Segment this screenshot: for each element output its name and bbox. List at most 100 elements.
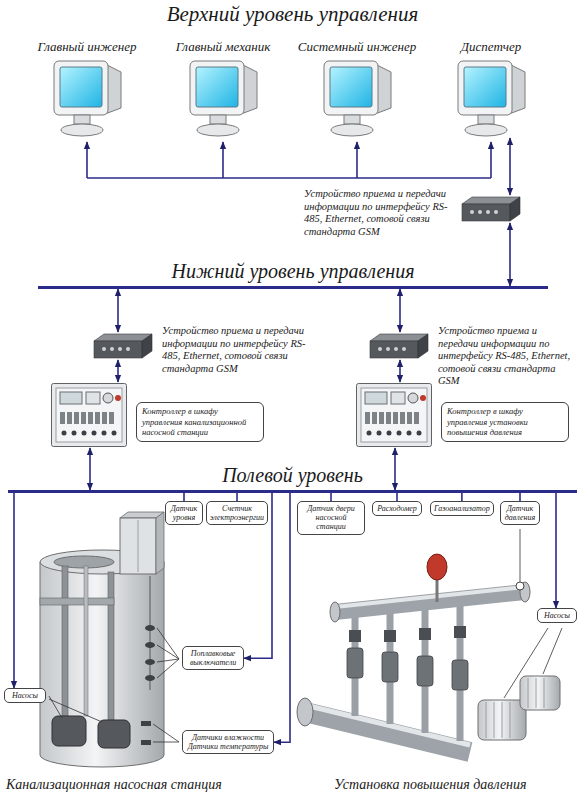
workstation: Диспетчер [455, 58, 527, 138]
monitor-icon-part [344, 115, 360, 124]
sewage-pump-station-part [120, 518, 156, 574]
sewage-pump-station-part [52, 716, 86, 746]
sewage-pump-station-part [156, 512, 164, 574]
sewage-pump-station-part [141, 721, 151, 726]
transceiver-icon-part [142, 334, 152, 358]
text-group: Устройство приема и передачи информации … [304, 188, 454, 238]
transceiver-device: Устройство приема и передачи информации … [460, 195, 522, 223]
connector [396, 493, 398, 501]
field-device-box: Насосы [4, 688, 46, 703]
controller-cabinet-icon-part [60, 392, 82, 404]
controller-cabinet-icon-part [420, 395, 426, 401]
transceiver-icon-part [370, 341, 418, 358]
workstation: Системный инженер [321, 58, 393, 138]
connector [330, 493, 332, 501]
device-caption: Устройство приема и передачи информации … [162, 325, 312, 375]
leader-lines-part [153, 742, 179, 743]
controller-cabinet-icon-part-part [407, 412, 412, 424]
sewage-pump-station-part [138, 520, 139, 572]
workstation-label: Диспетчер [461, 39, 522, 55]
pressure-boosting-unit-part [335, 587, 525, 607]
controller-cabinet-icon-part-part [365, 412, 370, 424]
transceiver-icon-part [94, 341, 142, 358]
transceiver-icon-part [486, 210, 490, 214]
monitor-icon [321, 58, 393, 138]
controller-cabinet-icon-part-part [414, 412, 419, 424]
top-bus-part [356, 142, 358, 178]
transceiver-icon [460, 195, 522, 223]
controller-cabinet: Контроллер в шкафу управления канализаци… [50, 382, 128, 448]
sewage-pump-station-part [145, 642, 155, 648]
connector [117, 360, 119, 382]
transceiver-icon-part [470, 210, 474, 214]
connector [461, 493, 463, 501]
level-label: Нижний уровень управления [171, 259, 414, 283]
monitor-icon-part [458, 61, 512, 115]
transceiver-icon-part [394, 347, 398, 351]
pressure-boosting-unit-part-part [452, 660, 468, 690]
controller-cabinet-icon-part-part [377, 431, 382, 436]
sewage-pump-station [40, 512, 164, 767]
controller-cabinet-icon [355, 382, 433, 448]
device-label: Расходомер [376, 504, 418, 513]
leader-lines-part [157, 659, 179, 678]
level-bus: Полевой уровень [8, 490, 577, 493]
pressure-boosting-unit-part-part [502, 702, 503, 738]
controller-cabinet-icon-part-part [109, 412, 114, 424]
sewage-pump-station-part [84, 566, 88, 716]
monitor-icon-part [464, 67, 506, 107]
leader-lines-part [543, 628, 562, 674]
connector [399, 360, 401, 382]
pressure-boosting-unit-part [427, 554, 447, 580]
controller-cabinet-icon-part-part [407, 431, 412, 436]
controller-cabinet-icon-part [357, 384, 432, 447]
transceiver-device: Устройство приема и передачи информации … [368, 332, 430, 360]
workstation-label: Системный инженер [298, 39, 416, 55]
transceiver-icon-part [110, 347, 114, 351]
pressure-boosting-unit-part [355, 605, 460, 741]
controller-cabinet-icon-part [391, 392, 405, 404]
field-device-box: Газоанализатор [430, 501, 494, 516]
transceiver-icon-part [386, 347, 390, 351]
level-label: Полевой уровень [222, 463, 363, 487]
transceiver-icon [92, 332, 154, 360]
sewage-pump-station-part [62, 566, 68, 716]
connector [519, 493, 521, 501]
transceiver-icon-part [462, 204, 510, 221]
pressure-boosting-unit-part-part [544, 678, 545, 708]
transceiver-icon-part [102, 347, 106, 351]
field-device-box: Датчик давления [500, 501, 540, 525]
controller-cabinet-icon-part-part [92, 431, 97, 436]
controller-cabinet-icon-part-part [386, 412, 391, 424]
controller-cabinet-icon-part [52, 384, 127, 447]
monitor-icon-part [61, 124, 103, 136]
controller-cabinet-icon-part [367, 431, 422, 436]
leader-lines-part [157, 628, 179, 659]
field-device-box: Датчик двери насосной станции [297, 501, 365, 535]
controller-cabinet-icon-part-part [82, 431, 87, 436]
monitor-icon-part [190, 61, 244, 115]
field-device-box: Датчики влажностиДатчики температуры [182, 730, 274, 754]
device-label: Датчики влажности [186, 733, 270, 742]
controller-cabinet-icon-part-part [67, 412, 72, 424]
text-group: Системный инженер [298, 39, 416, 55]
controller-cabinet-icon-part-part [367, 431, 372, 436]
workstation: Главный инженер [51, 58, 123, 138]
controller-cabinet-icon-part-part [95, 412, 100, 424]
transceiver-icon-part [118, 347, 122, 351]
controller-cabinet-icon-part-part [397, 431, 402, 436]
field-device-box: Поплавковые выключатели [182, 646, 244, 670]
field-device-box: Счетчик электроэнергии [206, 501, 268, 525]
connector [13, 493, 15, 688]
text-group: Полевой уровень [222, 463, 363, 487]
pressure-boosting-unit-part-part [536, 678, 537, 708]
sewage-pump-station-part [40, 598, 114, 605]
figure-label: Канализационная насосная станция [6, 777, 222, 794]
connector [236, 493, 238, 501]
monitor-icon-part [324, 61, 378, 115]
pressure-boosting-unit-part [297, 698, 313, 726]
controller-cabinet-icon-part-part [72, 431, 77, 436]
figure-label: Установка повышения давления [334, 777, 527, 794]
transceiver-icon [368, 332, 430, 360]
